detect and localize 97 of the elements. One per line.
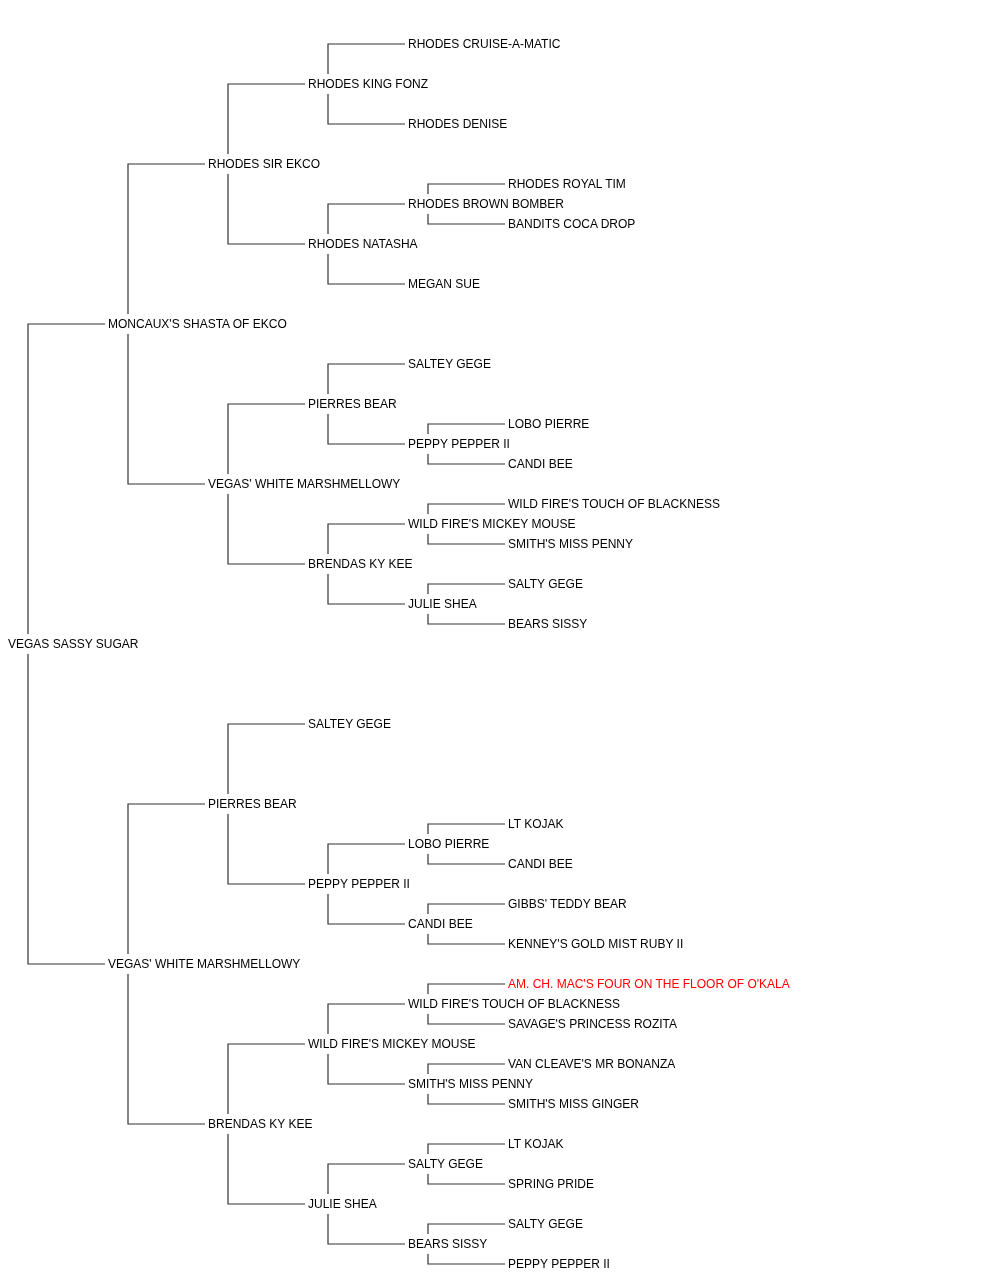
connector-line	[327, 363, 406, 395]
connector-line	[327, 203, 406, 235]
connector-line	[327, 1053, 406, 1085]
pedigree-name: VEGAS' WHITE MARSHMELLOWY	[108, 954, 301, 974]
pedigree-name: SPRING PRIDE	[508, 1174, 594, 1194]
connector-line	[427, 903, 506, 915]
connector-line	[427, 183, 506, 195]
pedigree-name: CANDI BEE	[508, 454, 573, 474]
pedigree-name: RHODES BROWN BOMBER	[408, 194, 564, 214]
pedigree-name: VEGAS SASSY SUGAR	[8, 634, 139, 654]
connector-line	[27, 323, 106, 635]
connector-line	[327, 893, 406, 925]
pedigree-name: SALTY GEGE	[408, 1154, 483, 1174]
connector-line	[227, 403, 306, 475]
connector-line	[227, 493, 306, 565]
connector-line	[127, 333, 206, 485]
connector-line	[327, 523, 406, 555]
connector-line	[127, 973, 206, 1125]
connector-line	[427, 853, 506, 865]
pedigree-name: MEGAN SUE	[408, 274, 480, 294]
connector-line	[427, 1013, 506, 1025]
pedigree-name: BEARS SISSY	[408, 1234, 488, 1254]
pedigree-name: LOBO PIERRE	[508, 414, 590, 434]
connector-line	[227, 1043, 306, 1115]
pedigree-name: WILD FIRE'S MICKEY MOUSE	[408, 514, 576, 534]
pedigree-name: SMITH'S MISS PENNY	[408, 1074, 533, 1094]
pedigree-name: WILD FIRE'S TOUCH OF BLACKNESS	[508, 494, 720, 514]
connector-line	[227, 1133, 306, 1205]
pedigree-name: SMITH'S MISS PENNY	[508, 534, 633, 554]
connector-line	[27, 653, 106, 965]
pedigree-name: MONCAUX'S SHASTA OF EKCO	[108, 314, 287, 334]
pedigree-name: SALTEY GEGE	[408, 354, 491, 374]
pedigree-name: PEPPY PEPPER II	[408, 434, 510, 454]
connector-line	[227, 723, 306, 795]
connector-line	[427, 1173, 506, 1185]
pedigree-name: JULIE SHEA	[308, 1194, 377, 1214]
pedigree-name: BANDITS COCA DROP	[508, 214, 636, 234]
pedigree-name: JULIE SHEA	[408, 594, 477, 614]
pedigree-name: RHODES SIR EKCO	[208, 154, 321, 174]
connector-line	[127, 803, 206, 955]
pedigree-name: KENNEY'S GOLD MIST RUBY II	[508, 934, 684, 954]
pedigree-name: AM. CH. MAC'S FOUR ON THE FLOOR OF O'KALA	[508, 974, 790, 994]
pedigree-name: VEGAS' WHITE MARSHMELLOWY	[208, 474, 401, 494]
connector-line	[227, 83, 306, 155]
pedigree-name: SALTY GEGE	[508, 1214, 583, 1234]
connector-line	[427, 1093, 506, 1105]
connector-line	[427, 983, 506, 995]
pedigree-name: SAVAGE'S PRINCESS ROZITA	[508, 1014, 677, 1034]
pedigree-name: GIBBS' TEDDY BEAR	[508, 894, 627, 914]
pedigree-name: PEPPY PEPPER II	[508, 1254, 610, 1274]
pedigree-name: SMITH'S MISS GINGER	[508, 1094, 639, 1114]
pedigree-name: WILD FIRE'S TOUCH OF BLACKNESS	[408, 994, 620, 1014]
pedigree-name: VAN CLEAVE'S MR BONANZA	[508, 1054, 676, 1074]
connector-line	[227, 813, 306, 885]
pedigree-name: CANDI BEE	[508, 854, 573, 874]
connector-line	[127, 163, 206, 315]
pedigree-name: BRENDAS KY KEE	[208, 1114, 313, 1134]
pedigree-name: LT KOJAK	[508, 814, 564, 834]
pedigree-name: RHODES DENISE	[408, 114, 508, 134]
connector-line	[427, 613, 506, 625]
pedigree-name: PIERRES BEAR	[308, 394, 397, 414]
pedigree-name: PEPPY PEPPER II	[308, 874, 410, 894]
connector-line	[327, 413, 406, 445]
connector-line	[327, 43, 406, 75]
connector-line	[327, 1213, 406, 1245]
connector-line	[427, 1063, 506, 1075]
connector-line	[327, 573, 406, 605]
connector-line	[427, 213, 506, 225]
connector-line	[327, 93, 406, 125]
connector-line	[427, 453, 506, 465]
connector-line	[427, 583, 506, 595]
pedigree-name: RHODES ROYAL TIM	[508, 174, 626, 194]
connector-line	[327, 1163, 406, 1195]
connector-line	[427, 423, 506, 435]
connector-line	[427, 503, 506, 515]
pedigree-name: RHODES NATASHA	[308, 234, 418, 254]
connector-line	[427, 533, 506, 545]
connector-line	[327, 253, 406, 285]
pedigree-name: PIERRES BEAR	[208, 794, 297, 814]
pedigree-name: LT KOJAK	[508, 1134, 564, 1154]
pedigree-name: CANDI BEE	[408, 914, 473, 934]
pedigree-name: SALTEY GEGE	[308, 714, 391, 734]
connector-line	[327, 1003, 406, 1035]
pedigree-name: WILD FIRE'S MICKEY MOUSE	[308, 1034, 476, 1054]
connector-line	[427, 823, 506, 835]
connector-line	[427, 1143, 506, 1155]
connector-line	[427, 1223, 506, 1235]
pedigree-name: RHODES KING FONZ	[308, 74, 428, 94]
connector-line	[227, 173, 306, 245]
pedigree-name: SALTY GEGE	[508, 574, 583, 594]
pedigree-name: BEARS SISSY	[508, 614, 588, 634]
connector-line	[427, 933, 506, 945]
pedigree-name: RHODES CRUISE-A-MATIC	[408, 34, 561, 54]
connector-line	[327, 843, 406, 875]
pedigree-name: LOBO PIERRE	[408, 834, 490, 854]
connector-line	[427, 1253, 506, 1265]
pedigree-name: BRENDAS KY KEE	[308, 554, 413, 574]
